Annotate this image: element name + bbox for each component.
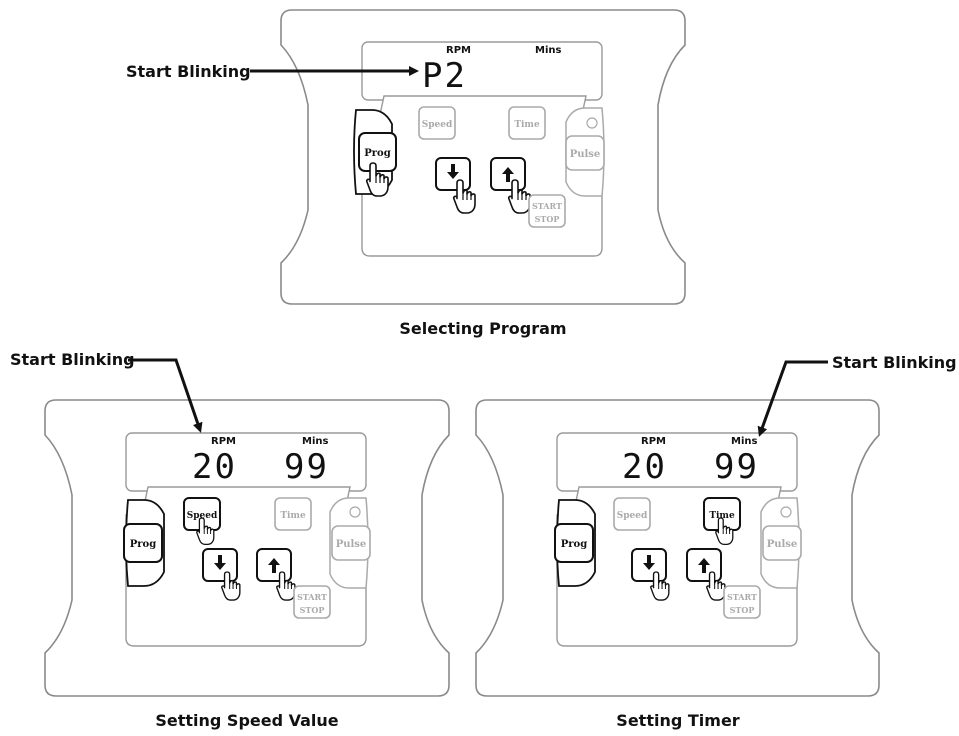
lcd-screen [556, 432, 798, 492]
time-button[interactable] [274, 497, 312, 531]
panel-caption: Selecting Program [399, 319, 566, 338]
blink-arrow [757, 360, 828, 437]
start-label: START [532, 201, 562, 211]
start-stop-button[interactable] [293, 585, 331, 619]
time-button-label: Time [280, 511, 306, 521]
prog-button-label: Prog [561, 539, 587, 550]
rpm-label: RPM [641, 436, 666, 447]
prog-button[interactable] [123, 523, 163, 563]
pulse-indicator [349, 506, 361, 518]
pulse-button[interactable] [331, 525, 371, 561]
time-button[interactable] [508, 106, 546, 140]
pulse-button-label: Pulse [336, 539, 367, 550]
panel-caption: Setting Timer [616, 711, 739, 730]
panel-setting-timer: RPM Mins 20 99 Prog Pulse Speed Time STA… [475, 353, 957, 730]
pulse-button[interactable] [565, 135, 605, 171]
pulse-indicator [780, 506, 792, 518]
start-label: START [297, 592, 327, 602]
time-button-label: Time [514, 120, 540, 130]
mins-label: Mins [731, 436, 757, 447]
panel-selecting-program: RPM Mins P2 Prog Pulse Speed Time START … [126, 9, 686, 338]
rpm-label: RPM [211, 436, 236, 447]
lcd-screen [125, 432, 367, 492]
start-blinking-label: Start Blinking [832, 353, 957, 372]
prog-button-label: Prog [364, 148, 390, 159]
time-button-label: Time [709, 511, 735, 521]
stop-label: STOP [300, 605, 325, 615]
stop-label: STOP [730, 605, 755, 615]
prog-button[interactable] [554, 523, 594, 563]
program-display: P2 [422, 56, 467, 96]
start-blinking-label: Start Blinking [10, 350, 135, 369]
rpm-value: 20 [622, 447, 667, 487]
pulse-button-label: Pulse [767, 539, 798, 550]
mins-label: Mins [535, 45, 561, 56]
panel-caption: Setting Speed Value [155, 711, 338, 730]
rpm-value: 20 [192, 447, 237, 487]
pulse-button[interactable] [762, 525, 802, 561]
prog-button[interactable] [358, 132, 397, 172]
start-blinking-label: Start Blinking [126, 62, 251, 81]
speed-button-label: Speed [187, 511, 218, 521]
stop-label: STOP [535, 214, 560, 224]
mins-label: Mins [302, 436, 328, 447]
mins-value: 99 [284, 447, 329, 487]
start-stop-button[interactable] [528, 194, 566, 228]
rpm-label: RPM [446, 45, 471, 56]
mins-value: 99 [714, 447, 759, 487]
speed-button[interactable] [418, 106, 456, 140]
prog-button-label: Prog [130, 539, 156, 550]
start-label: START [727, 592, 757, 602]
speed-button[interactable] [613, 497, 651, 531]
start-stop-button[interactable] [723, 585, 761, 619]
speed-button-label: Speed [422, 120, 453, 130]
speed-button-label: Speed [617, 511, 648, 521]
blink-arrow [128, 358, 203, 433]
pulse-indicator [586, 117, 598, 129]
panel-setting-speed: RPM Mins 20 99 Prog Pulse Speed Time STA… [10, 350, 450, 730]
pulse-button-label: Pulse [570, 149, 601, 160]
